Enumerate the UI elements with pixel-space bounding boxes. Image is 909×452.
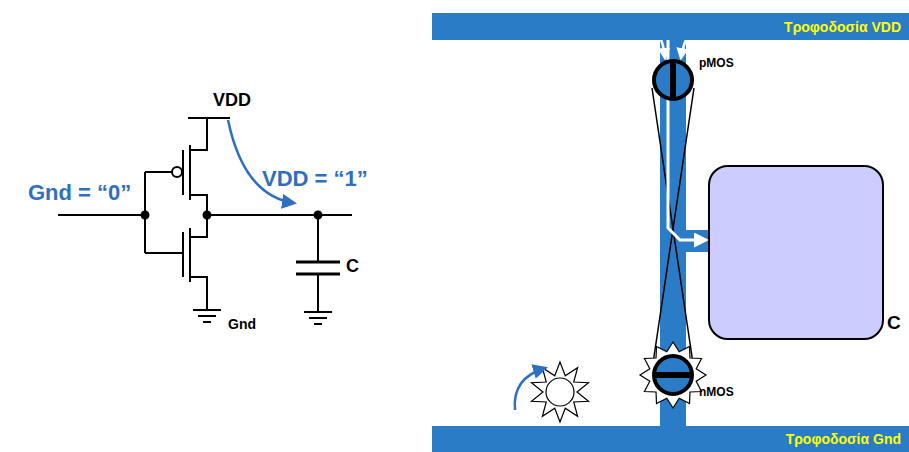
ground-symbol (314, 323, 322, 325)
gate-wire (145, 171, 172, 173)
sun (546, 378, 574, 406)
capacitor-wire (317, 215, 319, 262)
gate-wire (144, 172, 146, 253)
light-arrow (515, 368, 545, 410)
capacitance-label: C (887, 312, 901, 334)
nmos-channel (189, 228, 191, 282)
light-rays (640, 342, 706, 408)
pmos-gate (182, 150, 184, 195)
switch-bar (656, 372, 690, 378)
transistor-ring (654, 356, 692, 394)
load-capacitance: C (708, 165, 884, 340)
capacitor-plate (296, 261, 340, 264)
transistor-symbol (651, 353, 695, 397)
transistor-label: nMOS (699, 385, 734, 399)
output-wire (207, 214, 352, 216)
ground-band: Τροφοδοσία Gnd (432, 426, 909, 452)
input-wire (58, 214, 145, 216)
supply-label: Τροφοδοσία Gnd (786, 431, 901, 447)
supply-label: VDD (213, 90, 251, 111)
vdd-rail (188, 117, 230, 119)
supply-band: Τροφοδοσία VDD (432, 13, 909, 40)
gate-wire (145, 252, 183, 254)
switch-bar (670, 63, 676, 97)
inverter-schematic (58, 118, 352, 324)
ground-symbol (304, 311, 332, 313)
capacitor-wire (317, 274, 319, 312)
transistor-label: pMOS (699, 56, 734, 70)
ground-symbol (309, 317, 327, 319)
capacitor-label: C (346, 256, 359, 277)
pmos-transistor: pMOS (651, 58, 695, 102)
transistor-symbol (651, 58, 695, 102)
light-rays (531, 342, 706, 422)
logic-level: VDD = “1” (262, 166, 368, 192)
nmos-transistor: nMOS (651, 353, 695, 397)
nmos-gate (182, 232, 184, 277)
pmos-source (190, 118, 207, 150)
supply-label: Τροφοδοσία VDD (784, 19, 901, 35)
channel-line (652, 88, 694, 370)
nmos-source (190, 277, 207, 310)
ground-label: Gnd (228, 316, 256, 332)
ground-symbol (193, 309, 221, 311)
pmos-channel (189, 145, 191, 200)
inversion-bubble (172, 167, 182, 177)
ground-symbol (198, 315, 216, 317)
transistor-lines (652, 88, 694, 370)
transistor-ring (654, 61, 692, 99)
channel-line (652, 88, 694, 370)
logic-level: Gnd = “0” (28, 180, 131, 206)
ground-symbol (203, 321, 211, 323)
